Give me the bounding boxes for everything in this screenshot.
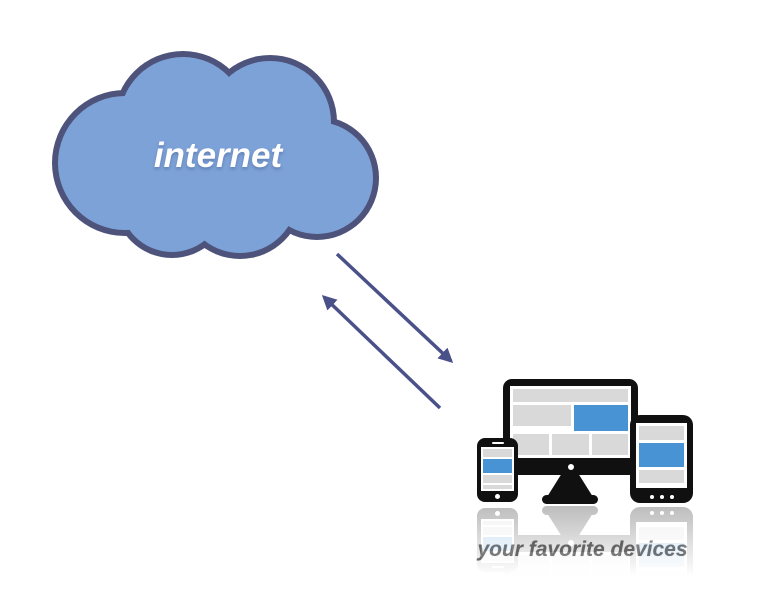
monitor-highlight-block	[574, 405, 628, 431]
monitor-screen	[510, 386, 631, 458]
phone-content-bar	[483, 475, 512, 483]
tablet-content-bar	[639, 470, 684, 483]
monitor-content-block	[513, 405, 572, 426]
monitor-base	[542, 495, 598, 504]
phone-screen	[481, 447, 514, 491]
monitor-content-bar	[513, 389, 628, 402]
upload-arrow-icon	[321, 294, 442, 410]
cloud-label: internet	[153, 136, 283, 175]
phone-highlight-block	[483, 459, 512, 473]
devices-illustration	[470, 375, 710, 505]
tablet-screen	[636, 423, 687, 488]
internet-cloud-fill	[58, 57, 373, 253]
monitor-power-dot	[567, 464, 574, 470]
phone-content-bar	[483, 485, 512, 489]
monitor-content-block	[591, 434, 628, 455]
tablet-icon	[630, 415, 693, 503]
download-arrow-icon	[335, 252, 454, 364]
monitor-content-block	[513, 434, 550, 455]
transfer-arrows	[321, 252, 454, 410]
phone-home-button	[495, 494, 500, 499]
phone-speaker	[491, 442, 504, 444]
phone-content-bar	[483, 449, 512, 457]
smartphone-icon	[477, 438, 518, 502]
monitor-stand	[547, 475, 593, 497]
tablet-buttons	[630, 495, 693, 499]
desktop-monitor-icon	[503, 379, 638, 475]
tablet-content-bar	[639, 426, 684, 440]
monitor-content-block	[552, 434, 589, 455]
tablet-highlight-block	[639, 443, 684, 467]
devices-caption: your favorite devices	[477, 538, 688, 561]
